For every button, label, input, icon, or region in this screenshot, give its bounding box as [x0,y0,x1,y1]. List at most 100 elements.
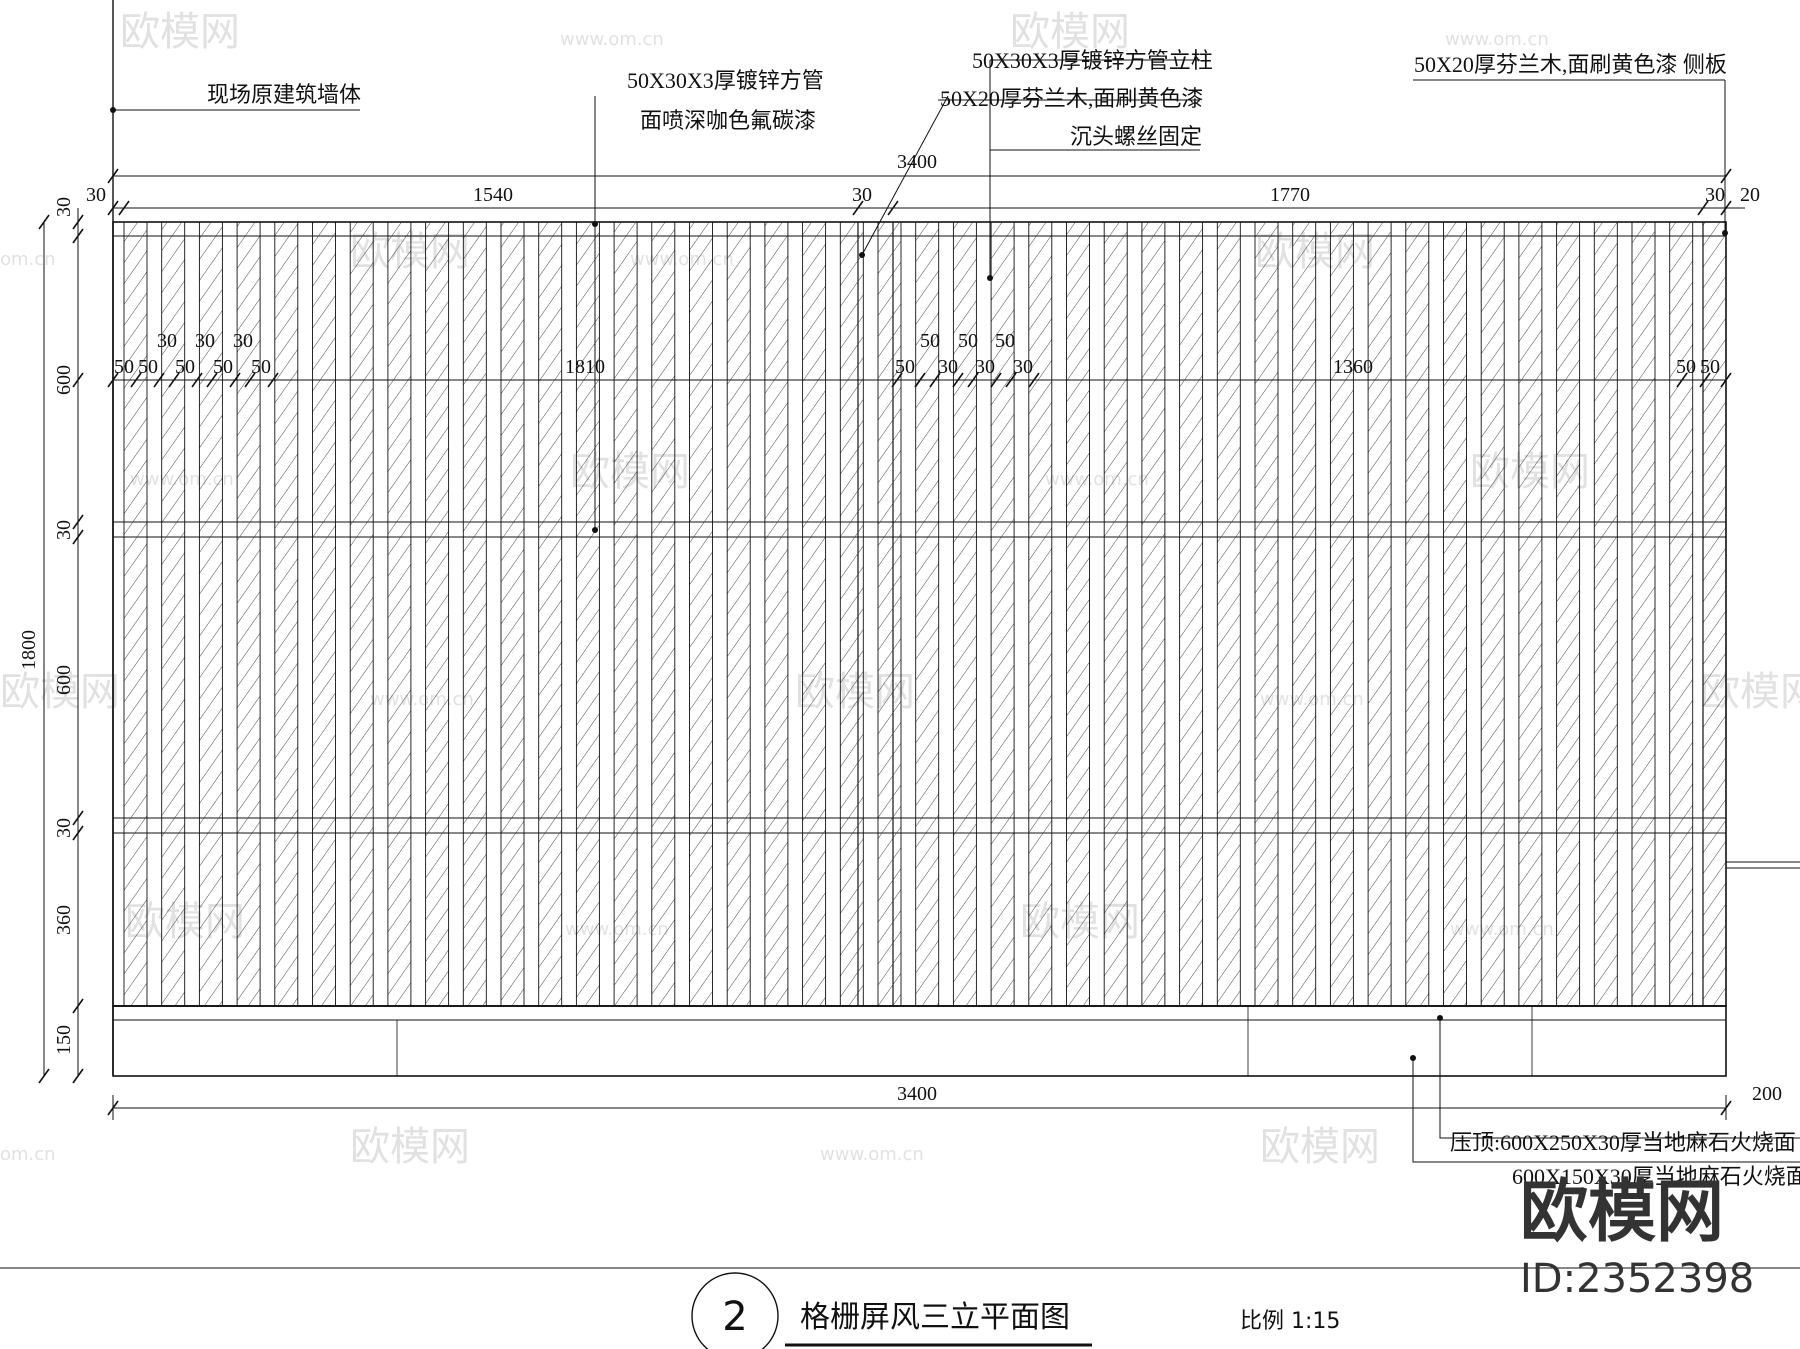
coping-note-1: 压顶:600X250X30厚当地麻石火烧面 [1450,1130,1796,1155]
dimension-tick [72,214,84,230]
dim-left-total: 1800 [18,630,40,670]
dim-bottom-right: 200 [1752,1083,1782,1105]
slat [726,221,751,1007]
dimension-tick [852,200,864,216]
dimension-tick [1720,168,1732,184]
dim-row-mid-lower-2: 30 [938,356,958,378]
dim-top-right-outer: 20 [1740,184,1760,206]
watermark-site: www.om.cn [630,249,734,270]
slat [1216,221,1241,1007]
dimension-tick [153,372,165,388]
dimension-tick [130,372,142,388]
slat [1066,221,1090,1007]
dimension-tick [72,529,84,545]
dimension-tick [72,810,84,826]
drawing-scale: 比例 1:15 [1240,1309,1340,1334]
slat [425,221,450,1007]
brand-logo-text: 欧模网 [1520,1173,1724,1252]
slat [1518,221,1543,1007]
dim-top-mid: 30 [852,184,872,206]
dim-row-left-span: 1810 [565,356,605,378]
slat-group [123,221,1727,1007]
dimension-tick [1676,372,1688,388]
dim-row-mid-lower-4: 30 [1013,356,1033,378]
watermark-brand: 欧模网 [0,669,120,715]
slat [1405,221,1430,1007]
dim-left-seg-3: 30 [53,520,75,540]
slat [236,221,261,1007]
dim-row-small-1: 30 [157,330,177,352]
dim-row-mid-lower-3: 30 [975,356,995,378]
dimension-tick [191,372,203,388]
side-board-note: 50X20厚芬兰木,面刷黄色漆 侧板 [1414,52,1727,77]
slat [915,221,940,1007]
tube-note-1: 50X30X3厚镀锌方管 [627,68,824,93]
coping-note-2: 600X150X30厚当地麻石火烧面 [1512,1164,1800,1189]
slat [1480,221,1505,1007]
dimension-tick [206,372,218,388]
edge-slat [1702,221,1727,1007]
dimension-tick [72,514,84,530]
dim-left-seg-4: 600 [53,665,75,695]
dim-left-seg-6: 360 [53,905,75,935]
dim-row-mid-upper-3: 50 [995,330,1015,352]
slat [500,221,525,1007]
slat [575,221,600,1007]
dimension-tick [1699,372,1711,388]
dim-row-mid-upper-1: 50 [920,330,940,352]
slat [462,221,487,1007]
dim-row-right-2: 50 [1700,356,1720,378]
slat [952,221,977,1007]
dimension-tick [990,372,1002,388]
dim-row-small-2: 30 [195,330,215,352]
dimension-tick [1720,1100,1732,1116]
post-note-2: 50X20厚芬兰木,面刷黄色漆 [940,86,1203,111]
dim-bottom-total: 3400 [897,1083,937,1105]
dimension-texts: 3400 30 1540 30 1770 30 20 30 30 30 50 5… [18,151,1782,1105]
slat [764,221,789,1007]
slat [1141,221,1166,1007]
post-note-1: 50X30X3厚镀锌方管立柱 [972,48,1213,73]
dim-row-right-span: 1360 [1333,356,1373,378]
dimension-tick [887,200,899,216]
title-number: 2 [722,1294,747,1340]
slat [1669,221,1694,1007]
dimension-tick [952,372,964,388]
dimension-tick [967,372,979,388]
slat [839,221,864,1007]
dim-row-left-3: 50 [175,356,195,378]
slat [689,221,713,1007]
dim-row-small-3: 30 [233,330,253,352]
slat [1556,221,1581,1007]
dim-left-seg-5: 30 [53,818,75,838]
coping-stone [112,1005,1727,1077]
annotations: 现场原建筑墙体 50X30X3厚镀锌方管 面喷深咖色氟碳漆 50X30X3厚镀锌… [207,48,1800,1189]
slat [1329,221,1354,1007]
watermark-site: www.om.cn [1045,469,1149,490]
watermark-site: www.om.cn [1445,29,1549,50]
dim-row-mid-upper-2: 50 [958,330,978,352]
dimension-tick [1697,200,1709,216]
dim-row-mid-lower-1: 50 [895,356,915,378]
watermark-brand: 欧模网 [120,9,240,55]
slat [877,221,902,1007]
dimension-tick [891,372,903,388]
slat [198,221,223,1007]
slat [802,221,827,1007]
dimension-tick [38,214,50,230]
slat [274,221,299,1007]
slat [651,221,676,1007]
drawing-title: 格栅屏风三立平面图 [800,1300,1070,1335]
dim-left-seg-1: 30 [53,197,75,217]
dimension-tick [107,168,119,184]
dim-top-right-span: 1770 [1270,184,1310,206]
brand-id: ID:2352398 [1520,1256,1754,1302]
dim-top-right-edge: 30 [1705,184,1725,206]
dimension-tick [118,200,130,216]
wall-note: 现场原建筑墙体 [207,82,361,107]
dim-row-left-1: 50 [114,356,134,378]
watermark-brand: 欧模网 [1260,1124,1380,1170]
dimension-tick [107,200,119,216]
slat [1631,221,1656,1007]
